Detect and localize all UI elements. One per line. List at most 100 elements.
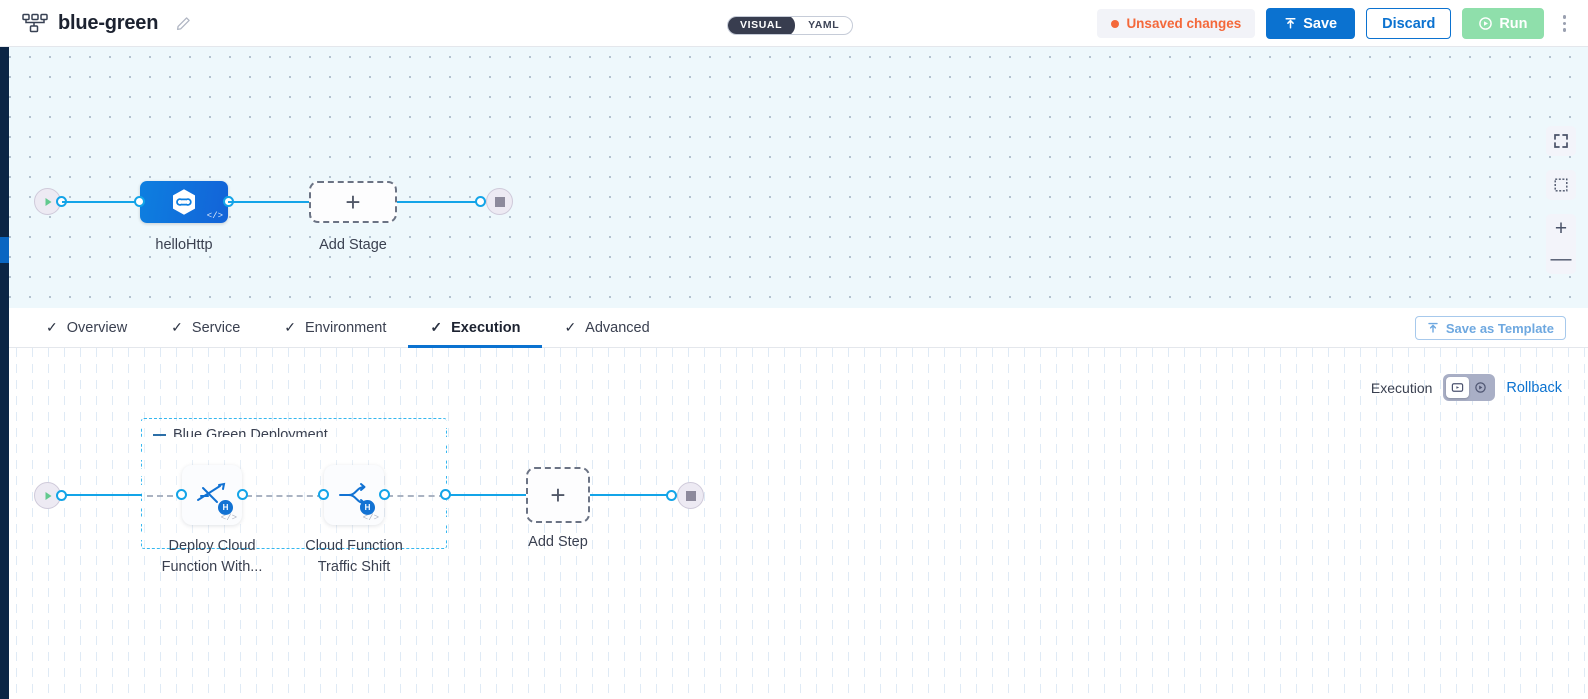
pencil-icon[interactable]	[176, 16, 191, 31]
visual-yaml-toggle[interactable]: VISUAL YAML	[727, 16, 854, 35]
fullscreen-icon[interactable]	[1546, 126, 1576, 156]
execution-view-icon[interactable]	[1446, 377, 1470, 398]
tab-advanced[interactable]: ✓ Advanced	[542, 308, 671, 348]
run-button[interactable]: Run	[1462, 8, 1544, 39]
step1-output-port[interactable]	[237, 489, 248, 500]
save-button[interactable]: Save	[1266, 8, 1356, 39]
page-title: blue-green	[58, 11, 159, 34]
execution-canvas[interactable]: Blue Green Deployment H </> Deploy Cloud…	[0, 348, 1588, 699]
add-step-button[interactable]: +	[526, 467, 590, 523]
add-stage-node[interactable]: + Add Stage	[309, 181, 397, 253]
tab-environment[interactable]: ✓ Environment	[262, 308, 408, 348]
add-stage-label: Add Stage	[319, 237, 387, 253]
check-icon: ✓	[564, 319, 577, 335]
edge-addstep-to-end	[590, 494, 670, 497]
run-button-label: Run	[1499, 15, 1528, 32]
pipeline-nodes-icon	[22, 13, 48, 33]
execution-start-output-port[interactable]	[56, 490, 67, 501]
left-nav-rail[interactable]	[0, 47, 9, 699]
tab-execution[interactable]: ✓ Execution	[408, 308, 542, 348]
kebab-dot	[1562, 28, 1566, 32]
deploy-cloud-function-icon	[197, 482, 226, 503]
stage-canvas[interactable]: </> helloHttp + Add Stage	[0, 47, 1588, 308]
zoom-out-button[interactable]: —	[1550, 247, 1572, 270]
mode-yaml[interactable]: YAML	[808, 19, 840, 31]
step2-output-port[interactable]	[379, 489, 390, 500]
discard-button[interactable]: Discard	[1366, 8, 1452, 39]
edge-start-to-stage	[62, 201, 140, 204]
discard-button-label: Discard	[1382, 15, 1436, 32]
zoom-in-button[interactable]: +	[1554, 217, 1568, 240]
add-stage-button[interactable]: +	[309, 181, 397, 223]
execution-end-input-port[interactable]	[666, 490, 677, 501]
zoom-controls: + —	[1546, 214, 1576, 274]
stage-end-node[interactable]	[475, 188, 513, 215]
execution-rollback-toggle[interactable]	[1443, 374, 1496, 401]
stage-code-badge: </>	[206, 211, 223, 221]
step2-input-port[interactable]	[318, 489, 329, 500]
fit-to-screen-icon[interactable]	[1546, 170, 1576, 200]
tab-overview[interactable]: ✓ Overview	[24, 308, 149, 348]
add-step-node[interactable]: + Add Step	[526, 467, 590, 550]
header-actions: Unsaved changes Save Discard Run	[1097, 0, 1574, 47]
step-code-badge: </>	[220, 513, 237, 523]
save-as-template-button[interactable]: Save as Template	[1414, 316, 1566, 340]
tab-environment-label: Environment	[305, 319, 387, 336]
upload-icon	[1428, 322, 1438, 333]
kebab-dot	[1562, 21, 1566, 26]
canvas-controls: + —	[1546, 126, 1576, 274]
step2-label: Cloud Function Traffic Shift	[305, 538, 403, 575]
end-input-port[interactable]	[475, 196, 486, 207]
group-title: Blue Green Deployment	[153, 427, 328, 443]
add-step-plus-icon: +	[550, 479, 566, 510]
step-node-deploy-cloud-function[interactable]: H </> Deploy Cloud Function With...	[162, 465, 262, 575]
step-badge: H	[218, 500, 233, 515]
edge-group-to-addstep	[450, 494, 526, 497]
kebab-dot	[1562, 15, 1566, 19]
collapse-dash-icon[interactable]	[153, 433, 166, 437]
edge-group-entry	[147, 495, 183, 497]
unsaved-dot-icon	[1111, 19, 1120, 28]
add-step-label: Add Step	[528, 534, 588, 550]
end-stop-icon	[486, 188, 513, 215]
check-icon: ✓	[46, 319, 58, 335]
tab-advanced-label: Advanced	[585, 319, 650, 336]
add-stage-plus-icon: +	[345, 186, 361, 217]
check-icon: ✓	[430, 319, 443, 335]
stage-input-port[interactable]	[134, 196, 145, 207]
step1-label: Deploy Cloud Function With...	[161, 538, 263, 575]
rollback-link[interactable]: Rollback	[1506, 379, 1562, 396]
rollback-view-icon[interactable]	[1469, 377, 1492, 398]
pipeline-tabs: ✓ Overview ✓ Service ✓ Environment ✓ Exe…	[0, 308, 1588, 348]
edge-addstage-to-end	[397, 201, 479, 204]
step-code-badge: </>	[362, 513, 379, 523]
unsaved-changes-badge: Unsaved changes	[1097, 9, 1256, 38]
execution-mode-label: Execution	[1370, 379, 1433, 396]
header-left: blue-green	[22, 12, 191, 35]
left-nav-rail-active-indicator	[0, 237, 9, 263]
tab-overview-label: Overview	[66, 319, 128, 336]
more-options-button[interactable]	[1555, 9, 1575, 38]
execution-end-node[interactable]	[666, 482, 704, 509]
unsaved-changes-label: Unsaved changes	[1126, 16, 1242, 31]
step1-input-port[interactable]	[176, 489, 187, 500]
edge-step1-to-step2	[246, 495, 323, 497]
execution-start-node[interactable]	[34, 482, 67, 509]
mode-visual[interactable]: VISUAL	[728, 17, 796, 34]
stage-node-hellohttp[interactable]: </> helloHttp	[134, 181, 234, 253]
save-as-template-label: Save as Template	[1445, 320, 1554, 336]
step-node-traffic-shift[interactable]: H </> Cloud Function Traffic Shift	[305, 465, 403, 575]
tab-execution-label: Execution	[451, 319, 521, 336]
tab-list: ✓ Overview ✓ Service ✓ Environment ✓ Exe…	[24, 308, 672, 348]
run-play-icon	[1479, 17, 1493, 30]
check-icon: ✓	[284, 319, 296, 335]
group-exit-port[interactable]	[440, 489, 451, 500]
edge-start-to-group	[62, 494, 142, 497]
stage-start-node[interactable]	[34, 188, 67, 215]
edge-stage-to-addstage	[228, 201, 310, 204]
execution-mode-row: Execution Rollback	[1371, 374, 1562, 401]
tab-service[interactable]: ✓ Service	[149, 308, 262, 348]
stage-label: helloHttp	[155, 237, 213, 253]
edge-group-exit	[387, 495, 445, 497]
